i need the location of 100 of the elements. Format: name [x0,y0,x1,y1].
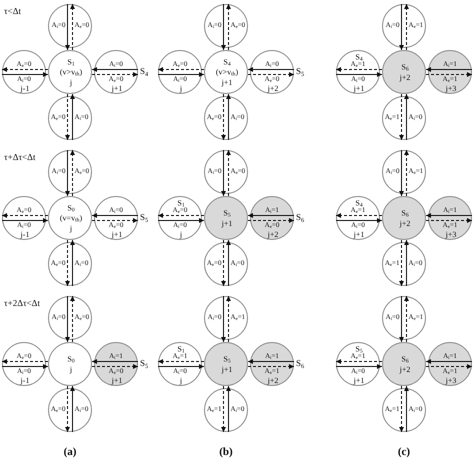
state-label: S$_{1}$ [177,345,185,354]
cell-circle [382,96,426,140]
cell-circle [94,50,138,94]
cell-index: j+1 [112,230,122,238]
cell-circle [382,388,426,432]
dashed-arrow [248,364,294,369]
dashed-arrow [2,67,48,72]
arrow [426,213,472,218]
cell-index: j+2 [268,376,278,384]
cell-index: j [180,376,182,384]
state-label: S$_{1}$ [67,58,75,68]
dashed-arrow [65,94,70,140]
dashed-arrow [158,359,204,364]
state-label: S$_{4}$ [355,199,363,208]
cell-circle [204,50,248,94]
dashed-arrow [158,67,204,72]
state-label: S$_{6}$ [296,212,304,222]
state-label: S$_{6}$ [401,356,409,364]
arrow [248,67,294,72]
dashed-arrow [70,296,75,342]
cell-circle [336,196,380,240]
cell-circle [382,242,426,286]
dashed-arrow [226,296,231,342]
cell-circle [382,4,426,48]
cell-index: j+1 [222,366,232,374]
state-label: S$_{6}$ [296,358,304,368]
state-label: S$_{5}$ [223,356,231,364]
dashed-arrow [221,386,226,432]
condition-label: (v>v$_{th}$) [60,68,82,78]
arrow [92,67,138,72]
cell-circle [2,50,46,94]
arrow [399,4,404,50]
dashed-arrow [92,364,138,369]
cell-index: j+1 [222,79,232,87]
cell-index: j+2 [400,366,410,374]
cell-index: j+3 [446,376,456,384]
dashed-arrow [426,72,472,77]
cell-circle [428,50,472,94]
arrow [70,240,75,286]
panel-label: (c) [398,446,410,458]
cell-circle [48,196,92,240]
state-label: S$_{4}$ [140,66,148,76]
cell-circle [158,50,202,94]
cell-index: j [180,230,182,238]
dashed-arrow [65,386,70,432]
cell-circle [204,4,248,48]
cell-circle [428,342,472,386]
time-condition-label: τ+2Δτ<Δt [4,298,40,308]
condition-label: (v>v$_{th}$) [216,68,238,78]
dashed-arrow [70,150,75,196]
state-label: S$_{5}$ [223,210,231,218]
arrow [226,386,231,432]
cell-circle [48,4,92,48]
panel-label: (b) [219,446,233,458]
arrow [65,296,70,342]
cell-index: j+2 [400,220,410,228]
arrow [2,364,48,369]
cell-index: j+3 [446,84,456,92]
cell-circle [48,150,92,194]
cell-circle [382,296,426,340]
arrow [70,386,75,432]
state-label: S$_{0}$ [67,356,75,364]
dashed-arrow [399,240,404,286]
dashed-arrow [2,213,48,218]
arrow [248,359,294,364]
cell-index: j+1 [354,376,364,384]
time-condition-label: τ<Δt [4,6,21,16]
cell-circle [204,342,248,386]
arrow [70,94,75,140]
panel-label: (a) [64,446,76,458]
cell-index: j+2 [400,74,410,82]
dashed-arrow [248,218,294,223]
cell-circle [48,296,92,340]
arrow [158,72,204,77]
arrow [226,94,231,140]
state-label: S$_{4}$ [355,53,363,62]
arrow [404,240,409,286]
cell-circle [250,342,294,386]
dashed-arrow [248,72,294,77]
arrow [399,150,404,196]
cell-circle [382,342,426,386]
cell-circle [204,242,248,286]
arrow [92,213,138,218]
dashed-arrow [221,240,226,286]
arrow [404,94,409,140]
dashed-arrow [65,240,70,286]
arrow [336,72,382,77]
time-condition-label: τ+Δτ<Δt [4,152,36,162]
dashed-arrow [404,4,409,50]
dashed-arrow [399,386,404,432]
cell-circle [204,388,248,432]
dashed-arrow [336,213,382,218]
arrow [221,296,226,342]
cell-index: j+1 [354,84,364,92]
state-label: S$_{5}$ [296,66,304,76]
cell-circle [382,196,426,240]
cell-index: j [70,79,72,87]
cell-circle [250,196,294,240]
dashed-arrow [399,94,404,140]
arrow [158,364,204,369]
